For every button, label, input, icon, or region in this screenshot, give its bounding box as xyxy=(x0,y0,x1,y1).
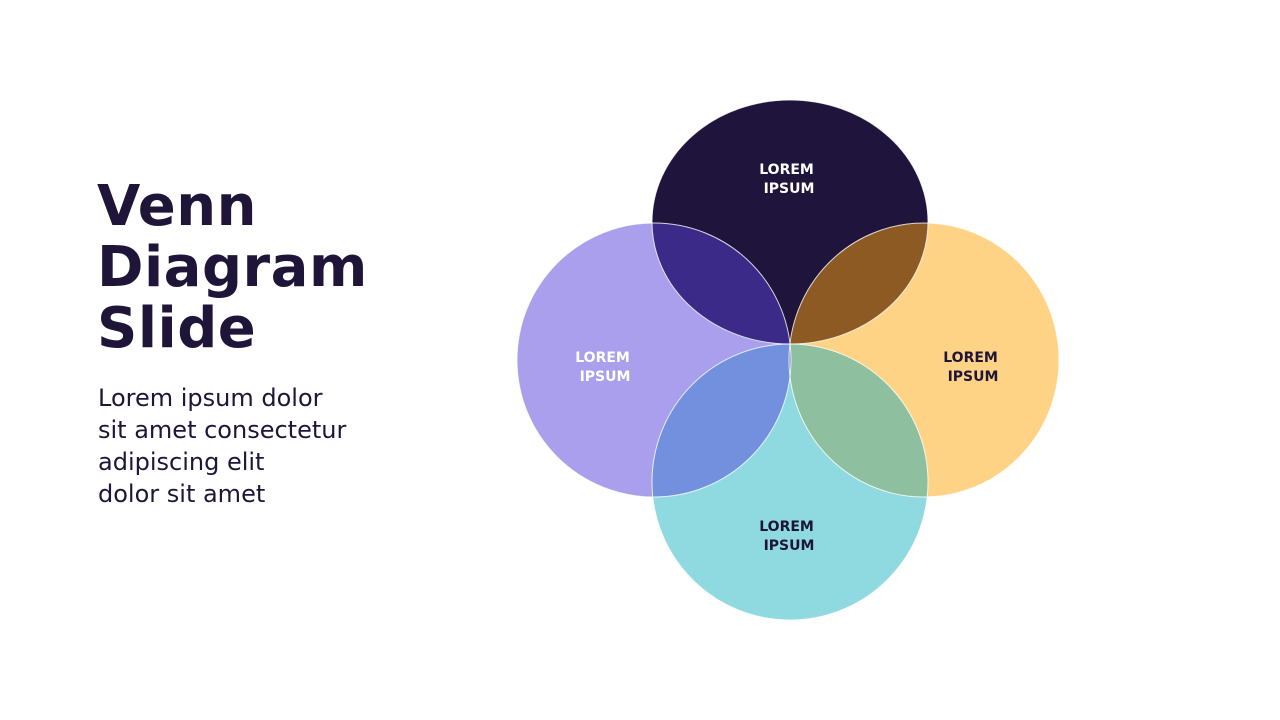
body-line: Lorem ipsum dolor xyxy=(98,384,323,412)
label-right: LOREM IPSUM xyxy=(943,350,1002,385)
body-line: dolor sit amet xyxy=(98,480,266,508)
title-line: Venn xyxy=(97,174,257,239)
label-left: LOREM IPSUM xyxy=(575,350,634,385)
body-line: sit amet consectetur xyxy=(98,416,347,444)
title-line: Slide xyxy=(97,296,257,361)
label-bottom: LOREM IPSUM xyxy=(759,519,818,554)
slide-body-text: Lorem ipsum dolor sit amet consectetur a… xyxy=(98,382,398,510)
label-top: LOREM IPSUM xyxy=(759,162,818,197)
body-line: adipiscing elit xyxy=(98,448,265,476)
title-line: Diagram xyxy=(97,235,368,300)
slide-title: Venn Diagram Slide xyxy=(97,176,397,359)
